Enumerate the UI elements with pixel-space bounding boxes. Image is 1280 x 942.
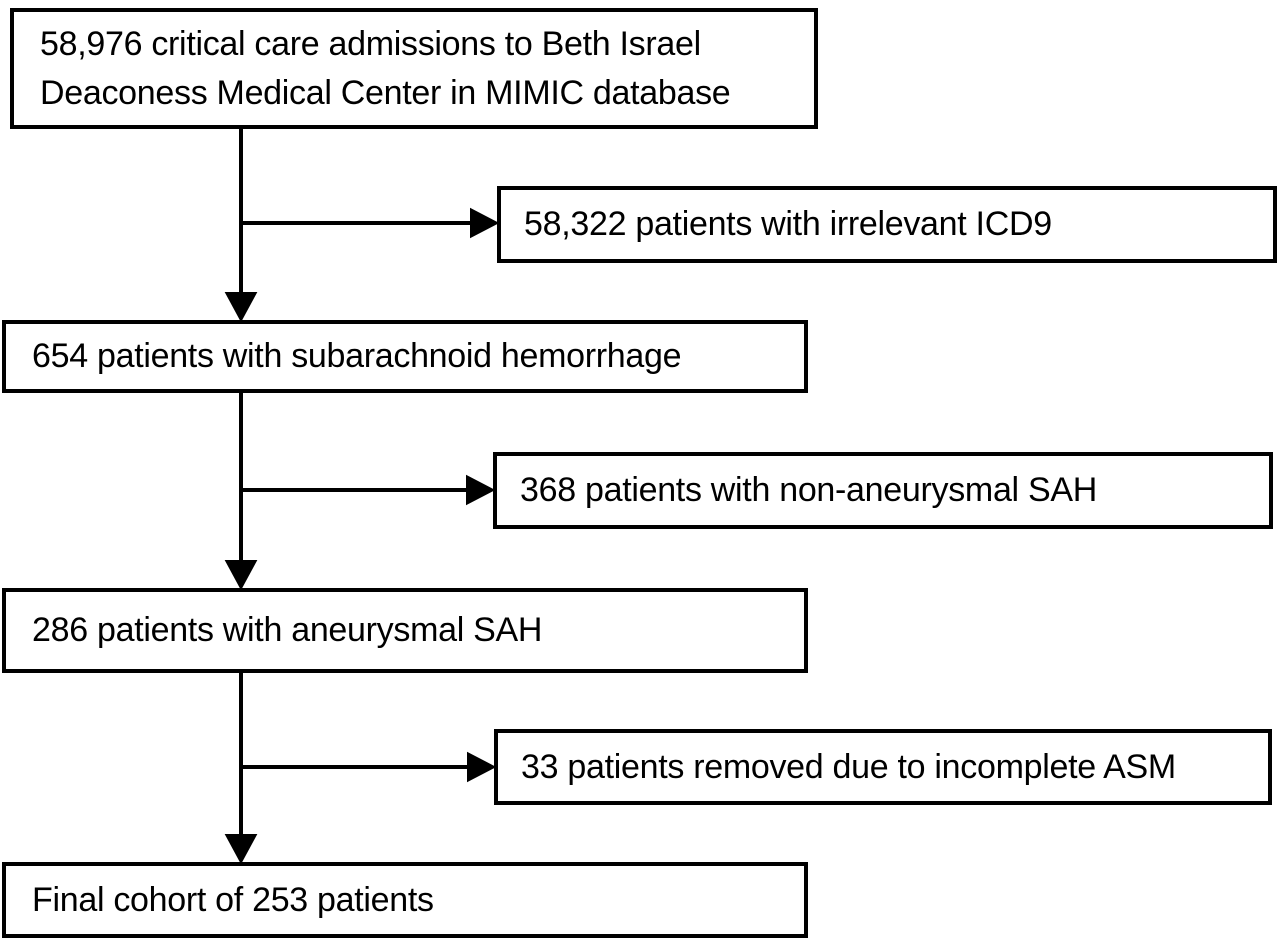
flow-box-admissions-label: 58,976 critical care admissions to Beth … [40,25,731,112]
arrowhead-step1 [224,292,258,323]
flow-box-final-cohort-label: Final cohort of 253 patients [32,880,434,919]
arrowhead-step3 [224,834,258,865]
flow-box-excluded-incomplete-asm: 33 patients removed due to incomplete AS… [494,729,1272,805]
flow-box-excluded-incomplete-asm-label: 33 patients removed due to incomplete AS… [521,747,1176,786]
arrowhead-branch1 [470,207,500,239]
flow-box-subarachnoid-hemorrhage-label: 654 patients with subarachnoid hemorrhag… [32,337,682,376]
arrowhead-step2 [224,560,258,591]
flow-box-excluded-irrelevant-icd9: 58,322 patients with irrelevant ICD9 [497,186,1277,263]
flow-box-final-cohort: Final cohort of 253 patients [2,862,808,938]
flow-box-admissions: 58,976 critical care admissions to Beth … [10,8,818,129]
arrowhead-branch3 [467,751,497,783]
arrowhead-branch2 [466,474,496,506]
flow-box-subarachnoid-hemorrhage: 654 patients with subarachnoid hemorrhag… [2,320,808,393]
flow-box-aneurysmal-sah: 286 patients with aneurysmal SAH [2,588,808,673]
flow-box-aneurysmal-sah-label: 286 patients with aneurysmal SAH [32,611,543,650]
flow-box-excluded-non-aneurysmal-sah: 368 patients with non-aneurysmal SAH [493,452,1273,529]
flow-box-excluded-non-aneurysmal-sah-label: 368 patients with non-aneurysmal SAH [520,471,1097,510]
flow-box-excluded-irrelevant-icd9-label: 58,322 patients with irrelevant ICD9 [524,205,1052,244]
